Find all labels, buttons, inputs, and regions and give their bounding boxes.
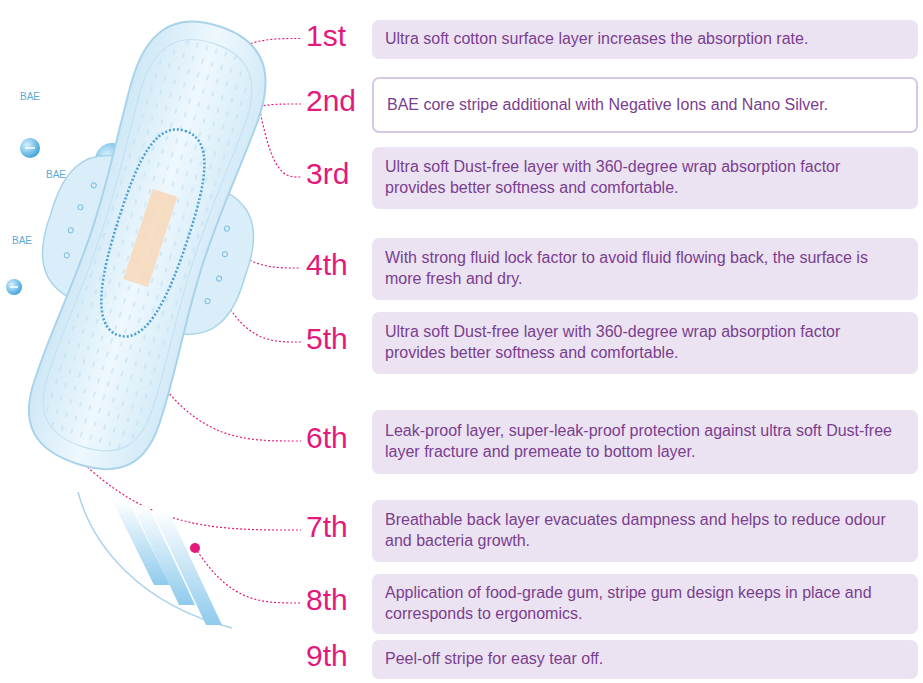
callout-number: 3rd bbox=[306, 159, 349, 189]
description-box: Application of food-grade gum, stripe gu… bbox=[372, 574, 918, 634]
callout-number: 9th bbox=[306, 641, 348, 671]
ion-label: BAE bbox=[46, 170, 66, 180]
description-box: Ultra soft Dust-free layer with 360-degr… bbox=[372, 147, 918, 209]
description-box: Breathable back layer evacuates dampness… bbox=[372, 500, 918, 562]
description-text: Ultra soft Dust-free layer with 360-degr… bbox=[385, 157, 905, 199]
description-box: Leak-proof layer, super-leak-proof prote… bbox=[372, 410, 918, 474]
description-text: BAE core stripe additional with Negative… bbox=[387, 95, 828, 116]
callout-number: 6th bbox=[306, 423, 348, 453]
description-text: Breathable back layer evacuates dampness… bbox=[385, 510, 905, 552]
peel-off-strip bbox=[78, 492, 232, 628]
callout-number: 4th bbox=[306, 250, 348, 280]
description-box: Peel-off stripe for easy tear off. bbox=[372, 640, 918, 679]
description-text: Ultra soft Dust-free layer with 360-degr… bbox=[385, 322, 905, 364]
description-box: Ultra soft cotton surface layer increase… bbox=[372, 20, 918, 59]
description-text: With strong fluid lock factor to avoid f… bbox=[385, 248, 905, 290]
description-text: Peel-off stripe for easy tear off. bbox=[385, 649, 603, 670]
description-box: Ultra soft Dust-free layer with 360-degr… bbox=[372, 312, 918, 374]
callout-dot bbox=[190, 543, 200, 553]
description-box: With strong fluid lock factor to avoid f… bbox=[372, 238, 918, 300]
callout-number: 2nd bbox=[306, 86, 356, 116]
ion-label: BAE bbox=[12, 236, 32, 246]
leader-line bbox=[195, 548, 301, 603]
callout-number: 8th bbox=[306, 585, 348, 615]
description-text: Application of food-grade gum, stripe gu… bbox=[385, 583, 905, 625]
description-text: Ultra soft cotton surface layer increase… bbox=[385, 29, 808, 50]
ion-label: BAE bbox=[20, 92, 40, 102]
callout-number: 7th bbox=[306, 512, 348, 542]
callout-number: 5th bbox=[306, 324, 348, 354]
description-box: BAE core stripe additional with Negative… bbox=[372, 77, 918, 133]
leader-line bbox=[258, 102, 301, 177]
description-text: Leak-proof layer, super-leak-proof prote… bbox=[385, 421, 905, 463]
callout-number: 1st bbox=[306, 21, 346, 51]
sanitary-pad bbox=[0, 0, 316, 495]
